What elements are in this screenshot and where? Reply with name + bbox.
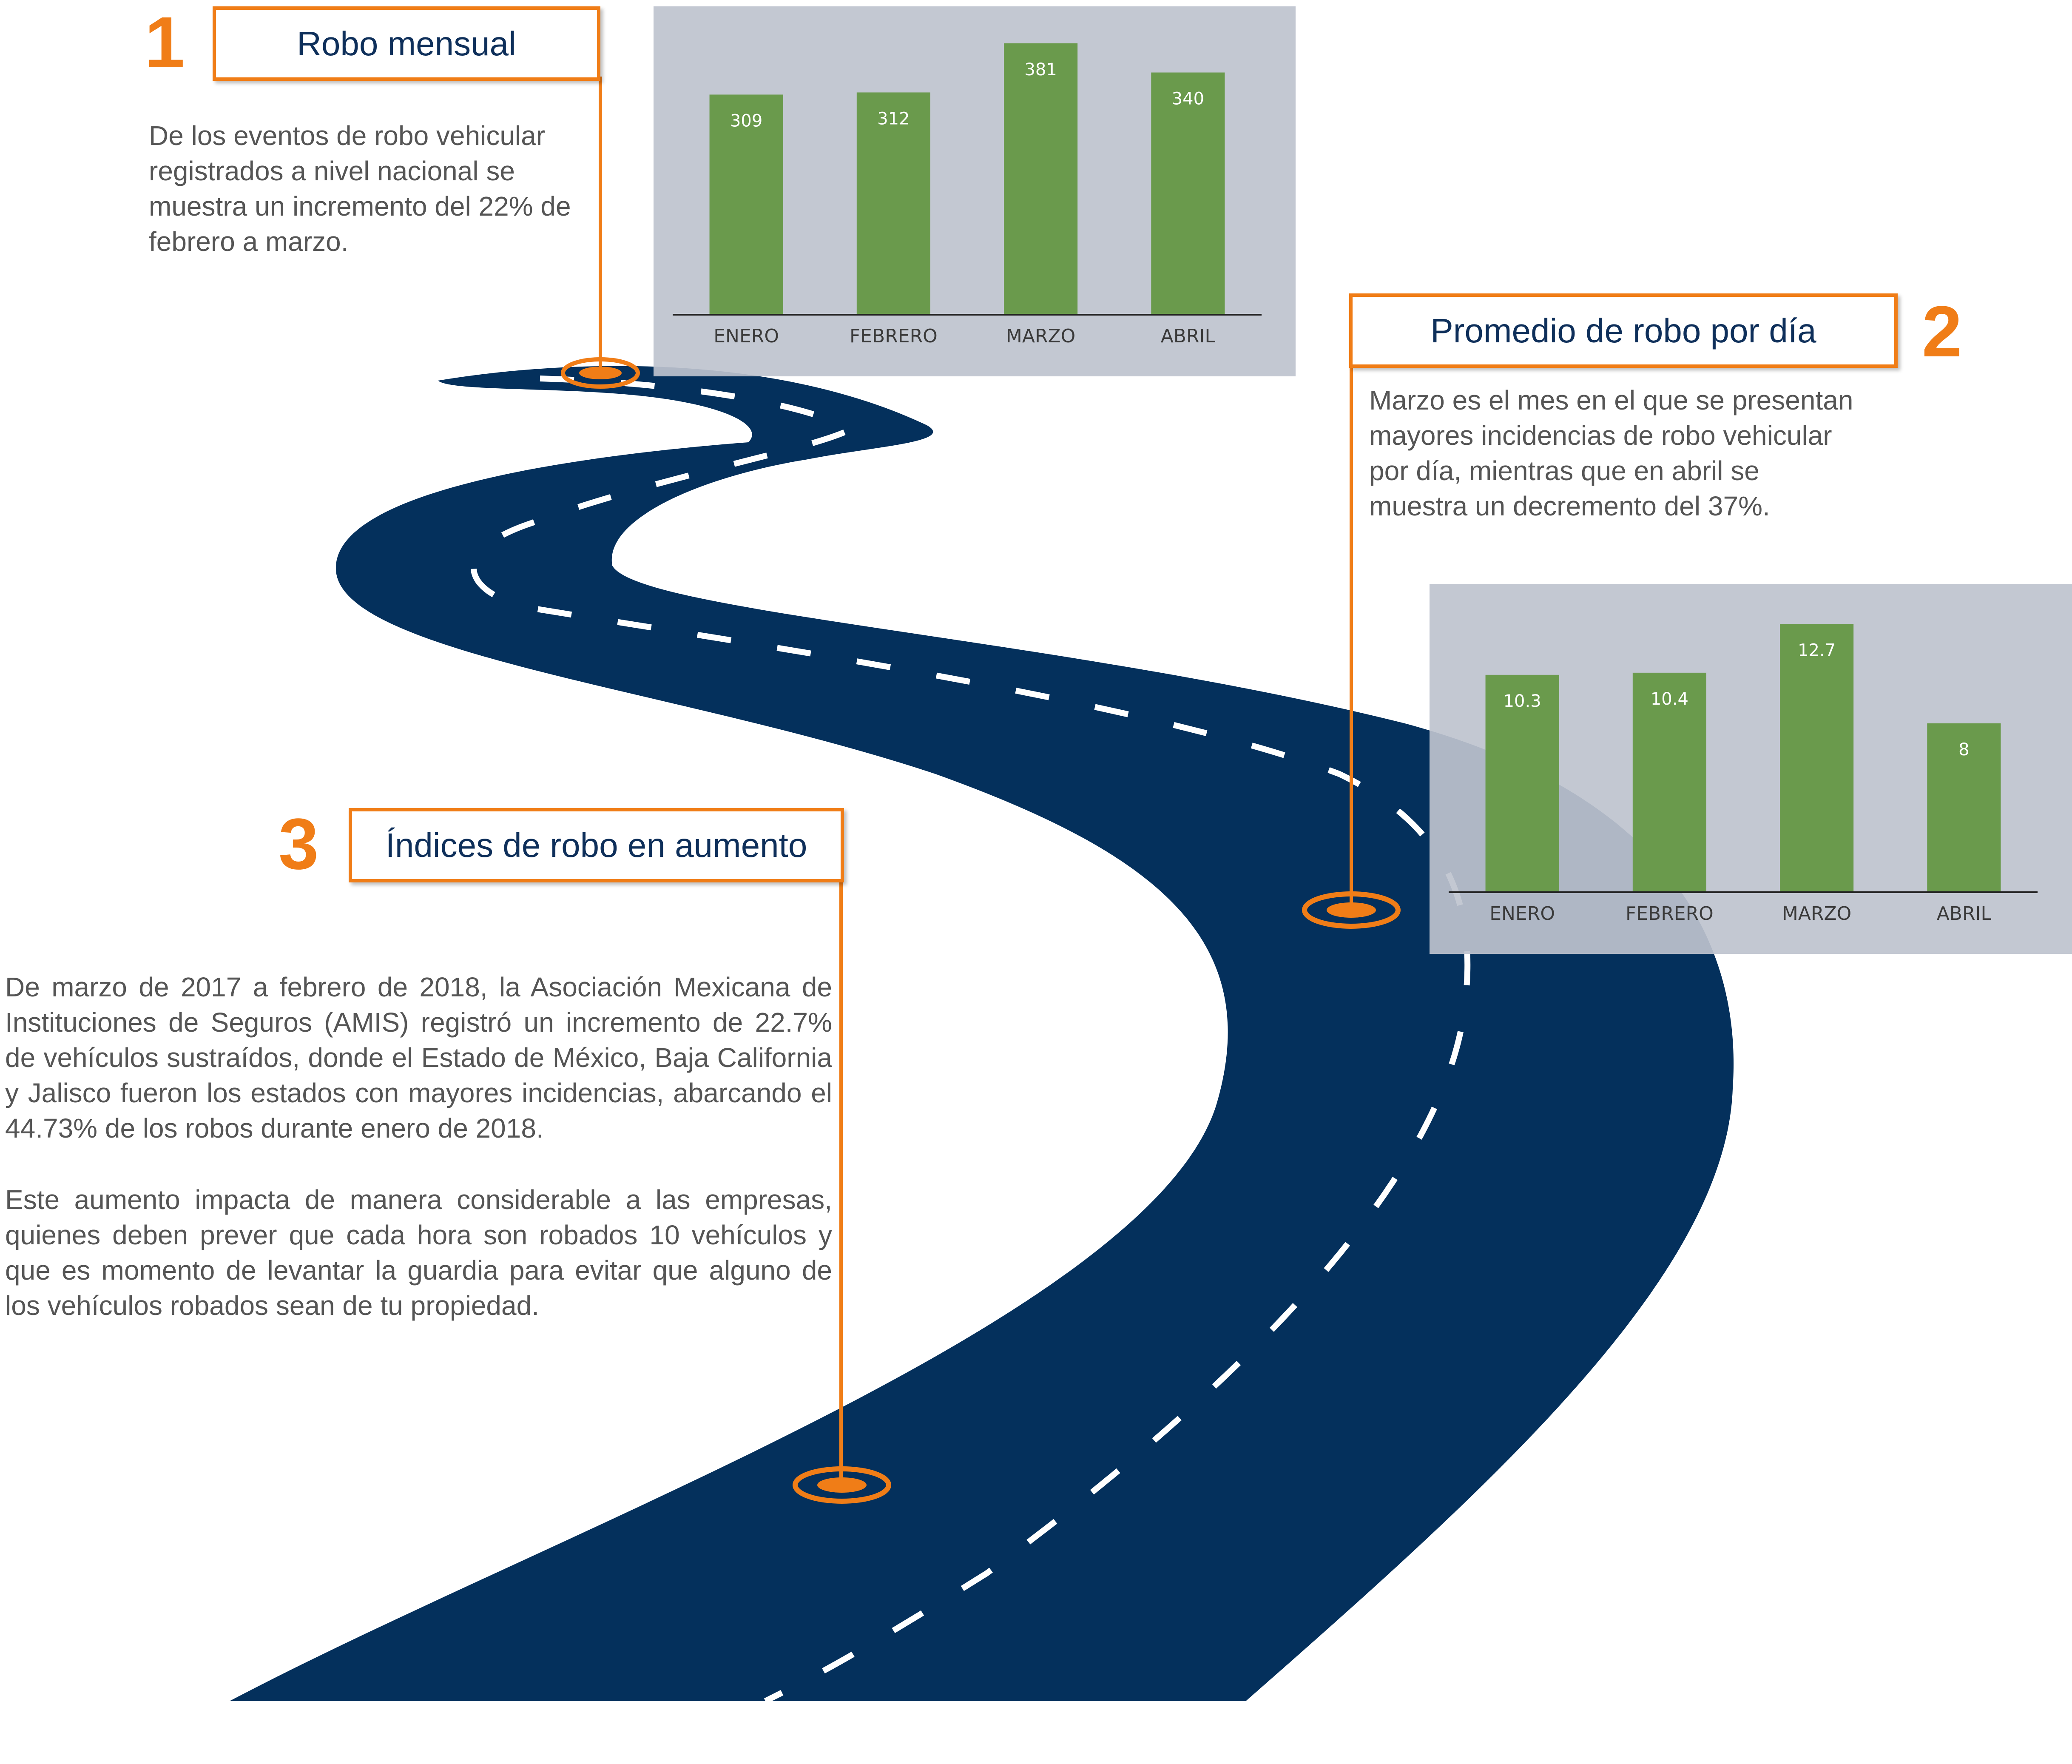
section-text-3b: Este aumento impacta de manera considera…	[5, 1184, 832, 1321]
bar-value-label: 10.4	[1651, 689, 1688, 709]
bar-value-label: 340	[1172, 89, 1204, 109]
bar-febrero	[1632, 672, 1706, 892]
section-text-1: De los eventos de robo vehicular registr…	[149, 120, 571, 257]
bar-enero	[1485, 674, 1559, 892]
bar-value-label: 8	[1958, 740, 1969, 760]
location-pin-2	[1302, 891, 1401, 929]
x-tick-label: FEBRERO	[1626, 903, 1714, 925]
bar-value-label: 312	[877, 109, 910, 128]
road	[230, 366, 1734, 1701]
x-tick-label: MARZO	[1782, 903, 1851, 925]
x-tick-label: ABRIL	[1937, 903, 1992, 925]
section-title-1: Robo mensual	[213, 6, 600, 81]
road-center-dashes	[471, 376, 1471, 1704]
x-tick-label: MARZO	[1006, 325, 1075, 347]
bar-marzo	[1780, 624, 1854, 892]
bar-marzo	[1004, 43, 1078, 315]
x-tick-label: ENERO	[1489, 903, 1555, 925]
bar-value-label: 381	[1024, 60, 1057, 80]
section-number-2: 2	[1922, 291, 1962, 372]
section-number-3: 3	[279, 804, 319, 885]
x-tick-label: ENERO	[713, 325, 779, 347]
bar-value-label: 10.3	[1504, 691, 1541, 711]
section-text-2: Marzo es el mes en el que se presentan m…	[1369, 385, 1853, 521]
x-tick-label: ABRIL	[1161, 325, 1216, 347]
bar-abril	[1927, 723, 2001, 892]
bar-value-label: 12.7	[1798, 641, 1836, 660]
bar-abril	[1151, 72, 1225, 315]
x-tick-label: FEBRERO	[850, 325, 938, 347]
location-pin-1	[561, 357, 640, 389]
section-title-3: Índices de robo en aumento	[349, 808, 844, 882]
bar-enero	[709, 94, 783, 315]
section-text-3a: De marzo de 2017 a febrero de 2018, la A…	[5, 972, 832, 1144]
location-pin-3	[793, 1466, 891, 1504]
bar-value-label: 309	[730, 111, 762, 131]
section-number-1: 1	[145, 2, 185, 83]
bar-febrero	[856, 92, 930, 315]
section-title-2: Promedio de robo por día	[1349, 293, 1898, 368]
